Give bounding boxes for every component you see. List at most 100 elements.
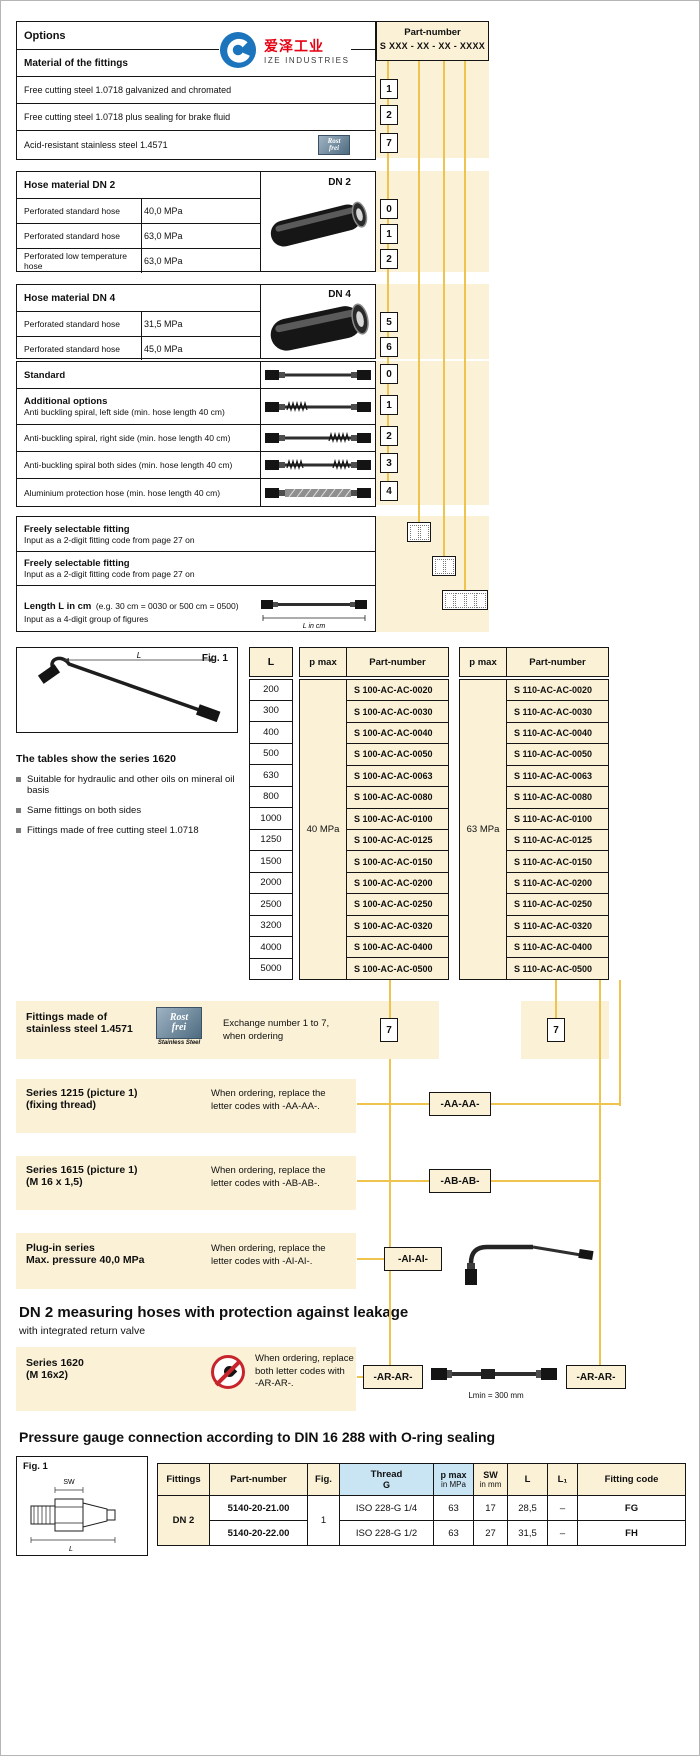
length-value: 800 (249, 786, 293, 808)
stainless-note-line1: Exchange number 1 to 7, (223, 1018, 330, 1029)
part-number-63: S 110-AC-AC-0020 (507, 680, 608, 702)
length-code-input (442, 590, 488, 610)
part-number-box: Part-number S XXX - XX - XX - XXXX (376, 21, 489, 61)
series1615-title-line2: (M 16 x 1,5) (26, 1176, 83, 1188)
plugin-note: When ordering, replace the letter codes … (211, 1242, 326, 1268)
protection-sub: Anti buckling spiral, left side (min. ho… (24, 407, 225, 417)
hose-schematic-aluminium (265, 487, 371, 498)
hose-schematic-standard (265, 370, 371, 380)
part-number-63: S 110-AC-AC-0400 (507, 937, 608, 959)
cell-thread: ISO 228-G 1/2 (339, 1520, 434, 1546)
dn4-row: Perforated standard hose 31,5 MPa (17, 311, 260, 336)
part-number-40: S 100-AC-AC-0100 (347, 809, 448, 830)
table40-pmax-header: p max (299, 647, 347, 677)
protection-image-spiral-both (260, 452, 375, 478)
stainless-title: Fittings made of stainless steel 1.4571 (26, 1011, 133, 1035)
length-value: 3200 (249, 915, 293, 937)
hose-label: Perforated standard hose (24, 319, 120, 329)
series-bullet-text: Same fittings on both sides (27, 805, 142, 816)
part-number-63: S 110-AC-AC-0050 (507, 744, 608, 766)
length-sub: Input as a 4-digit group of figures (24, 613, 149, 624)
dn4-hose-photo (270, 303, 369, 351)
stainless-note-line2: when ordering (223, 1031, 284, 1042)
protection-title: Standard (24, 369, 66, 381)
material-row: Acid-resistant stainless steel 1.4571 Ro… (17, 130, 375, 159)
length-title-note: (e.g. 30 cm = 0030 or 500 cm = 0500) (95, 600, 239, 611)
fitting2-title: Freely selectable fitting (24, 558, 130, 569)
stainless-title-line1: Fittings made of (26, 1011, 108, 1023)
connector-line-group2 (418, 61, 420, 542)
series1215-title: Series 1215 (picture 1) (fixing thread) (26, 1087, 137, 1111)
series-bullet-text: Fittings made of free cutting steel 1.07… (27, 825, 199, 836)
cell-fittings: DN 2 (157, 1495, 210, 1546)
material-row-label: Free cutting steel 1.0718 plus sealing f… (24, 112, 231, 122)
col-l1: L₁ (547, 1463, 578, 1496)
gauge-fig-label: Fig. 1 (23, 1461, 48, 1472)
slash-icon (214, 1359, 242, 1387)
material-row-label: Acid-resistant stainless steel 1.4571 (24, 140, 168, 150)
hose-label: Perforated standard hose (24, 343, 120, 354)
material-row-label: Free cutting steel 1.0718 galvanized and… (24, 85, 232, 95)
col-sw: SW in mm (473, 1463, 508, 1496)
bullet-marker (16, 777, 21, 782)
part-number-40: S 100-AC-AC-0020 (347, 680, 448, 702)
table63-part-header: Part-number (507, 647, 609, 677)
code-cell-protection-3: 3 (380, 453, 398, 473)
measuring-hose-image (431, 1368, 557, 1380)
cell-l: 28,5 (507, 1495, 548, 1521)
rostfrei-line2: frei (171, 1022, 187, 1033)
part-number-40: S 100-AC-AC-0080 (347, 787, 448, 809)
dn4-header-row: Hose material DN 4 (17, 285, 260, 311)
dn4-rows: Hose material DN 4 Perforated standard h… (17, 285, 260, 358)
dn2-rows: Hose material DN 2 Perforated standard h… (17, 172, 260, 271)
code-cell-protection-0: 0 (380, 364, 398, 384)
col-thread: Thread G (339, 1463, 434, 1496)
code-cell-protection-4: 4 (380, 481, 398, 501)
part-number-63: S 110-AC-AC-0500 (514, 963, 593, 974)
hose-schematic-spiral-right (265, 431, 371, 444)
cell-l: 31,5 (507, 1520, 548, 1546)
length-value: 400 (249, 722, 293, 744)
code-cell-dn4-6: 6 (380, 337, 398, 357)
table40-pmax-value: 40 MPa (300, 680, 347, 979)
code-cell-material-2: 2 (380, 105, 398, 125)
dn2-row: Perforated low temperature hose 63,0 MPa (17, 248, 260, 273)
length-dim-label: L in cm (303, 623, 326, 630)
series-intro: The tables show the series 1620 (16, 753, 176, 765)
table40-header: p max Part-number (299, 647, 449, 677)
gauge-heading: Pressure gauge connection according to D… (19, 1429, 496, 1445)
length-value: 1500 (249, 851, 293, 873)
part-number-40: S 100-AC-AC-0250 (347, 894, 448, 916)
cell-part-number: 5140-20-22.00 (209, 1520, 308, 1546)
measuring-note-line1: When ordering, replace (255, 1353, 354, 1364)
stainless-code-left: 7 (380, 1018, 398, 1042)
part-number-63: S 110-AC-AC-0125 (507, 830, 608, 852)
part-number-40: S 100-AC-AC-0125 (347, 830, 448, 852)
panel-plugin (16, 1233, 356, 1289)
connector-ab-left (357, 1180, 429, 1182)
rostfrei-line1: Rost (327, 137, 341, 145)
length-value: 4000 (249, 937, 293, 959)
part-number-40: S 100-AC-AC-0063 (347, 766, 448, 788)
dn4-table: Hose material DN 4 Perforated standard h… (16, 284, 376, 360)
no-leakage-icon (211, 1355, 245, 1389)
dn2-photo-cell: DN 2 (260, 172, 375, 271)
measuring-note-line3: -AR-AR-. (255, 1378, 294, 1389)
part-number-40: S 100-AC-AC-0040 (347, 723, 448, 745)
material-row: Free cutting steel 1.0718 galvanized and… (17, 76, 375, 103)
cell-l1: – (547, 1495, 578, 1521)
cell-pmax: 63 (433, 1495, 474, 1521)
code-cell-material-7: 7 (380, 133, 398, 153)
col-fitting-code: Fitting code (577, 1463, 686, 1496)
protection-sub: Anti-buckling spiral both sides (min. ho… (24, 460, 233, 470)
connector-line-group1 (387, 61, 389, 501)
connector-left-long (389, 1059, 391, 1367)
series1615-note-line1: When ordering, replace the (211, 1165, 326, 1176)
rostfrei-badge-box: Rost frei (156, 1007, 202, 1039)
protection-options-table: Standard Additional options Anti bucklin… (16, 361, 376, 507)
series1215-note-line2: letter codes with -AA-AA-. (211, 1101, 320, 1112)
